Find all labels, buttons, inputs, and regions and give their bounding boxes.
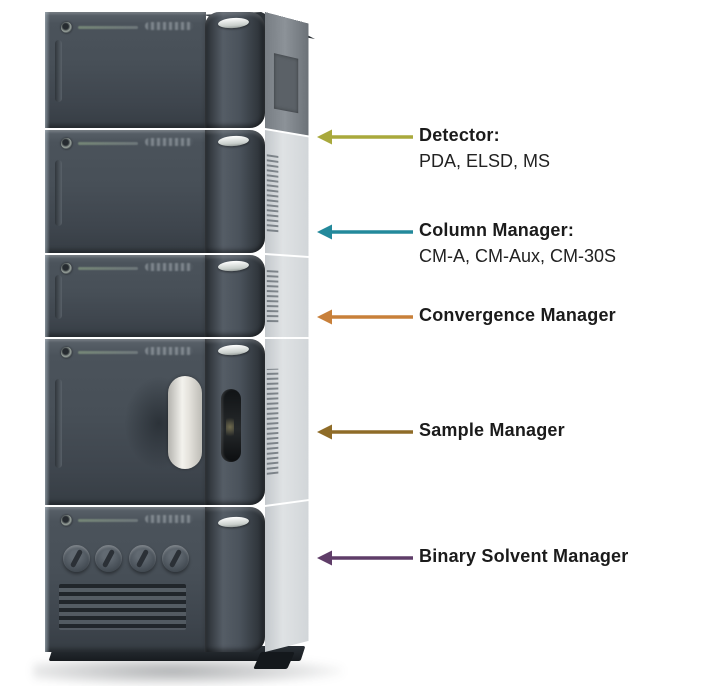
convergence-manager-door-pillar <box>205 255 265 337</box>
module-column-manager <box>45 130 315 253</box>
annotation-title: Convergence Manager <box>419 305 616 325</box>
vent-grille <box>59 584 186 630</box>
brand-script-mark <box>145 138 193 146</box>
annotation-subtitle: PDA, ELSD, MS <box>419 151 551 171</box>
arrow-detector <box>317 129 413 145</box>
brand-script-mark <box>145 515 193 523</box>
binary-solvent-manager-front-panel <box>45 507 206 652</box>
binary-solvent-manager-door-pillar <box>205 507 265 652</box>
brand-script-mark <box>145 22 193 30</box>
status-indicator-oval <box>217 515 250 529</box>
brand-logo-icon <box>61 347 72 358</box>
brand-logo-icon <box>61 515 72 526</box>
floor-shadow <box>33 656 343 686</box>
sample-manager-front-panel <box>45 339 206 505</box>
solvent-valve-knob <box>95 545 122 572</box>
brand-wordmark <box>78 142 138 145</box>
solvent-valve-knob <box>162 545 189 572</box>
detector-door-pillar <box>205 12 265 128</box>
brand-logo-icon <box>61 138 72 149</box>
annotation-subtitle: CM-A, CM-Aux, CM-30S <box>419 246 617 266</box>
solvent-valve-knob <box>63 545 90 572</box>
sample-manager-door-pillar <box>205 339 265 505</box>
arrow-binary-solvent-manager <box>317 550 413 566</box>
brand-script-mark <box>145 347 193 355</box>
detector-front-panel <box>45 12 206 128</box>
solvent-valve-knob <box>129 545 156 572</box>
annotation-title: Binary Solvent Manager <box>419 546 629 566</box>
column-manager-door-pillar <box>205 130 265 253</box>
brand-wordmark <box>78 26 138 29</box>
door-handle <box>168 376 202 469</box>
annotation-title: Column Manager: <box>419 220 575 240</box>
module-convergence-manager <box>45 255 315 337</box>
status-indicator-oval <box>217 16 250 30</box>
door-groove <box>55 39 62 103</box>
brand-wordmark <box>78 519 138 522</box>
door-groove <box>55 159 62 226</box>
brand-wordmark <box>78 351 138 354</box>
module-binary-solvent-manager <box>45 507 315 652</box>
status-indicator-oval <box>217 259 250 273</box>
brand-wordmark <box>78 267 138 270</box>
annotation-title: Detector: <box>419 125 500 145</box>
instrument-stack <box>33 12 343 686</box>
door-groove <box>55 378 62 469</box>
arrow-convergence-manager <box>317 309 413 325</box>
brand-logo-icon <box>61 22 72 33</box>
brand-script-mark <box>145 263 193 271</box>
status-indicator-oval <box>217 134 250 148</box>
module-detector <box>45 12 315 128</box>
module-sample-manager <box>45 339 315 505</box>
annotation-title: Sample Manager <box>419 420 565 440</box>
arrow-column-manager <box>317 224 413 240</box>
sample-viewing-slot <box>221 389 241 462</box>
brand-logo-icon <box>61 263 72 274</box>
arrow-sample-manager <box>317 424 413 440</box>
door-groove <box>55 274 62 319</box>
status-indicator-oval <box>217 343 250 357</box>
column-manager-front-panel <box>45 130 206 253</box>
convergence-manager-front-panel <box>45 255 206 337</box>
